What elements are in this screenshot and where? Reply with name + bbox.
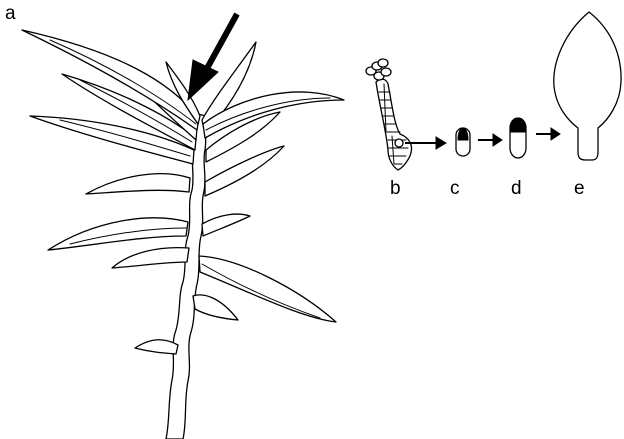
- panel-label-a: a: [5, 4, 16, 23]
- panel-label-d: d: [511, 179, 522, 198]
- panel-label-b: b: [390, 179, 401, 198]
- arrow-d-to-e-icon: [536, 128, 560, 140]
- panel-label-e: e: [574, 179, 585, 198]
- bud-d-apical-region: [511, 118, 525, 132]
- moss-shoot-icon: [22, 14, 344, 439]
- bud-initial-cell: [395, 139, 403, 147]
- leaf-primordium-icon: [554, 12, 621, 160]
- leaf-left-mid: [86, 174, 190, 194]
- panel-label-c: c: [450, 179, 460, 198]
- leaf-right-small: [202, 214, 250, 236]
- filament-apical-cells: [366, 59, 391, 80]
- leaf-lower-right: [193, 295, 238, 320]
- primordium-outline: [554, 12, 621, 160]
- protonema-filament-icon: [366, 59, 446, 170]
- leaf-mid-left: [112, 248, 189, 268]
- early-bud-icon: [456, 128, 502, 156]
- leaf-lower-left: [135, 340, 178, 354]
- elongated-bud-icon: [510, 118, 560, 158]
- arrow-c-to-d-icon: [478, 134, 502, 146]
